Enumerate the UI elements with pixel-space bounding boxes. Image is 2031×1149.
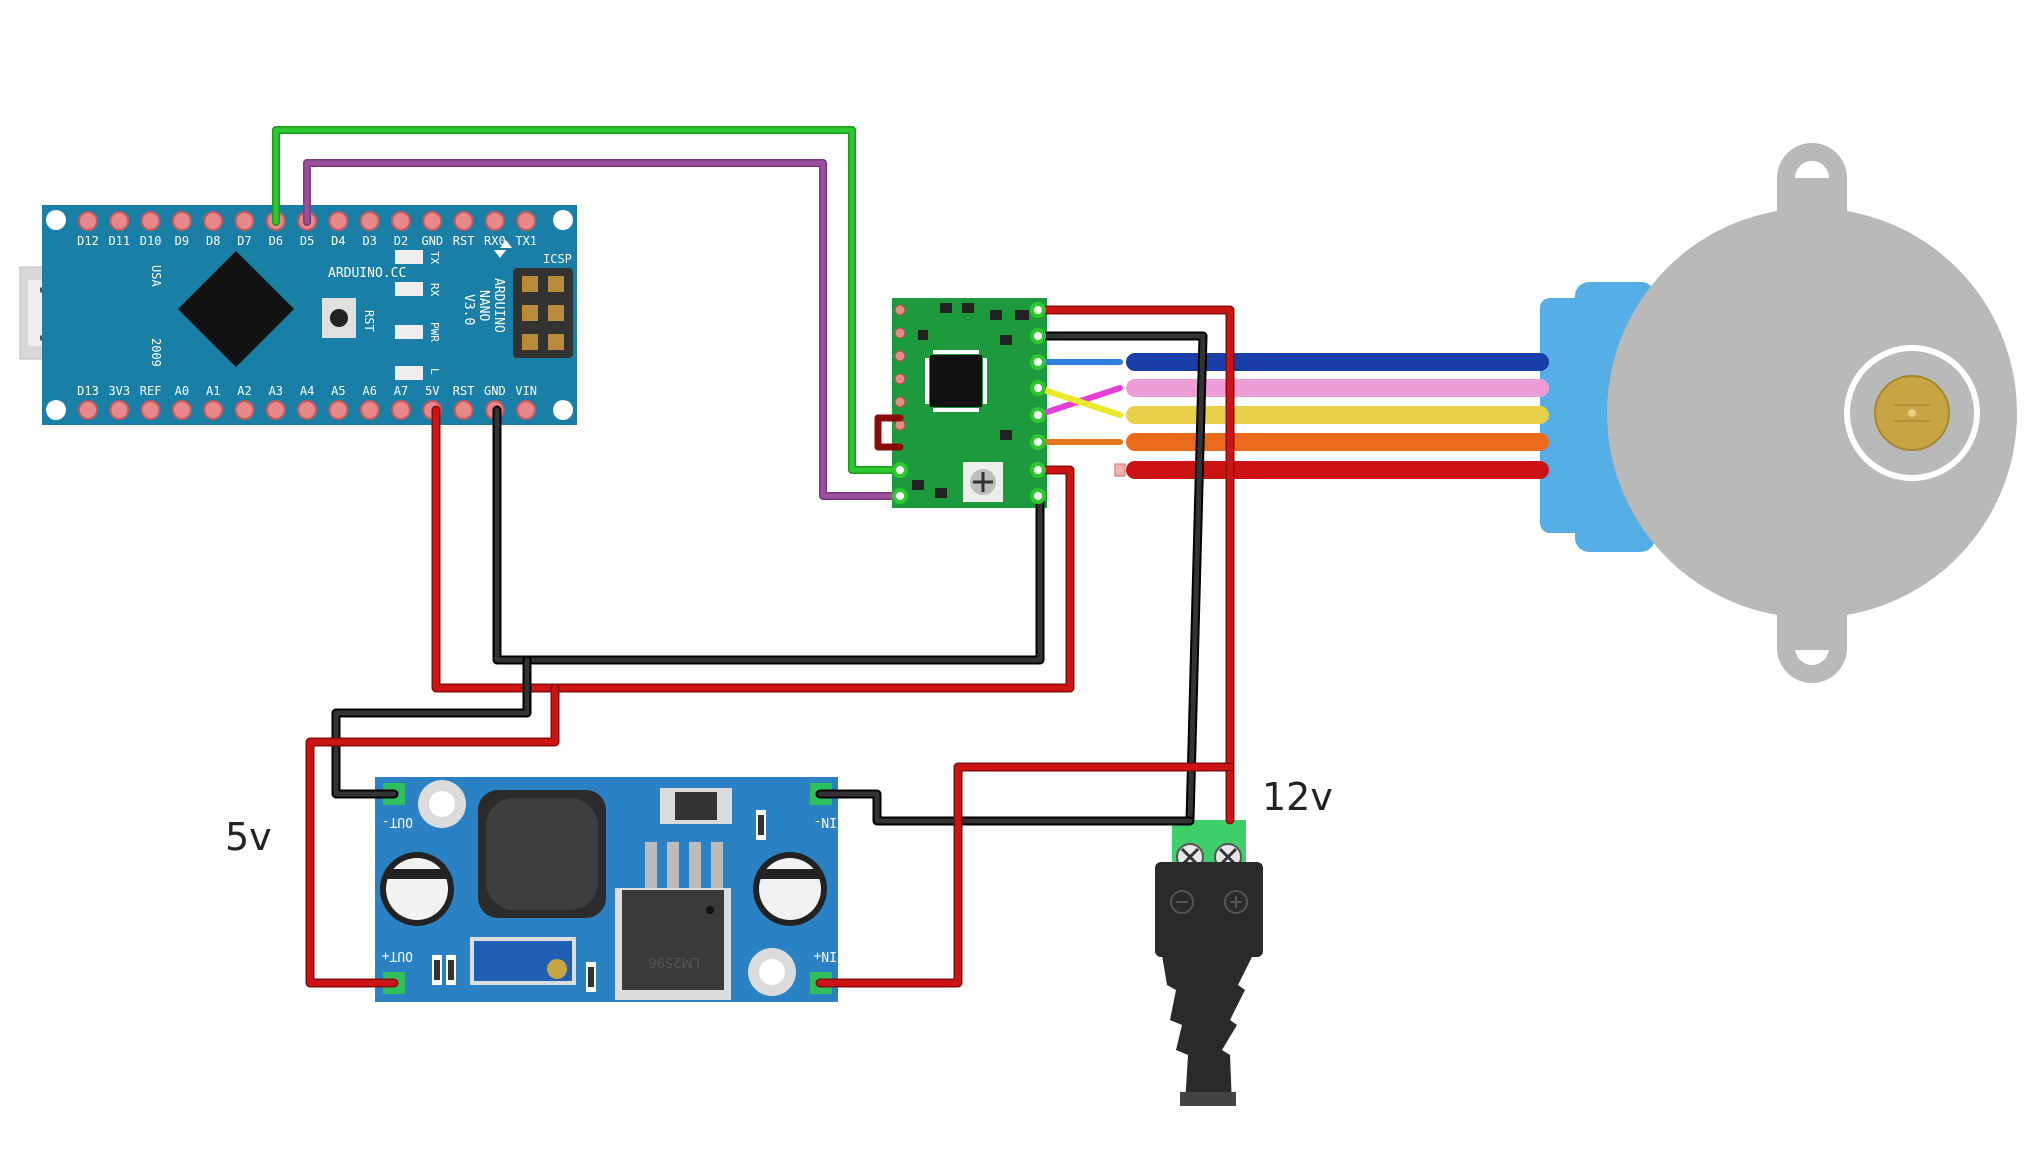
nano-top-pin-d7 xyxy=(234,211,255,231)
motor-wire-yellow xyxy=(1035,385,1123,418)
label-12v: 12v xyxy=(1262,775,1333,819)
nano-top-pin-label: RX0 xyxy=(484,234,506,248)
nano-bottom-pin-a0 xyxy=(171,400,192,420)
buck-out-minus-label: OUT- xyxy=(382,814,413,829)
nano-top-pin-label: D8 xyxy=(206,234,220,248)
stepper-driver-module xyxy=(892,298,1047,508)
nano-top-pin-rst xyxy=(453,211,474,231)
nano-bottom-pin-ref xyxy=(140,400,161,420)
led-pwr xyxy=(395,325,423,339)
nano-bottom-pin-label: A2 xyxy=(237,384,251,398)
led-tx xyxy=(395,250,423,264)
nano-top-pin-label: D11 xyxy=(108,234,130,248)
nano-bottom-pin-label: VIN xyxy=(515,384,537,398)
nano-top-pin-label: D5 xyxy=(300,234,314,248)
nano-bottom-pin-label: REF xyxy=(140,384,162,398)
nano-model-line2: NANO xyxy=(476,290,491,321)
nano-top-pin-d2 xyxy=(391,211,411,231)
buck-in-plus-label: IN+ xyxy=(813,948,837,963)
nano-bottom-pin-a6 xyxy=(359,400,380,420)
led-pwr-label: PWR xyxy=(428,322,441,342)
nano-year-label: 2009 xyxy=(149,338,163,367)
buck-chip-label: LM2596 xyxy=(648,954,700,969)
nano-top-pin-rx0 xyxy=(484,211,505,231)
buck-converter: LM2596 OUT- OUT+ IN- IN+ xyxy=(375,777,838,1002)
nano-top-pin-label: D2 xyxy=(394,234,408,248)
led-l xyxy=(395,366,423,380)
driver-right-pads xyxy=(1030,302,1046,504)
nano-bottom-pin-a1 xyxy=(203,400,224,420)
nano-site-label: ARDUINO.CC xyxy=(328,266,406,281)
jack-body xyxy=(1155,862,1263,957)
nano-board xyxy=(42,205,577,425)
stepper-motor xyxy=(1540,143,2017,683)
nano-bottom-pin-label: A7 xyxy=(394,384,408,398)
nano-model-line3: V3.0 xyxy=(461,294,476,325)
nano-bottom-pin-vin xyxy=(516,400,537,420)
microcontroller-chip xyxy=(178,251,294,367)
buck-in-minus-label: IN- xyxy=(814,814,837,829)
nano-top-pin-d12 xyxy=(78,211,98,231)
nano-rst-label: RST xyxy=(362,310,376,332)
wire-driver-loop xyxy=(874,414,904,451)
nano-bottom-pin-a3 xyxy=(265,400,286,420)
nano-top-pin-label: D3 xyxy=(362,234,376,248)
nano-bottom-pin-a5 xyxy=(328,400,349,420)
nano-top-pin-label: TX1 xyxy=(515,234,537,248)
driver-left-pads xyxy=(892,462,908,504)
nano-bottom-pin-label: A0 xyxy=(175,384,189,398)
nano-top-pin-label: D4 xyxy=(331,234,345,248)
nano-bottom-pin-label: A1 xyxy=(206,384,220,398)
nano-top-pin-d11 xyxy=(109,211,130,231)
label-5v: 5v xyxy=(225,815,272,859)
nano-top-pin-label: D10 xyxy=(140,234,162,248)
nano-bottom-pin-label: A6 xyxy=(362,384,376,398)
nano-top-pin-label: GND xyxy=(421,234,443,248)
driver-chip xyxy=(930,355,982,407)
wires xyxy=(272,126,1549,988)
nano-bottom-pin-label: A4 xyxy=(300,384,314,398)
led-tx-label: TX xyxy=(428,251,441,265)
nano-bottom-pin-row: D13 3V3 REF A0 A1 A2 A3 A4 A5 A6 A7 5V RST GND VIN xyxy=(77,384,537,420)
nano-icsp-label: ICSP xyxy=(543,252,572,266)
nano-top-pin-d4 xyxy=(328,211,349,231)
buck-out-plus-label: OUT+ xyxy=(382,948,413,963)
nano-bottom-pin-rst xyxy=(453,400,474,420)
nano-top-pin-tx1 xyxy=(516,211,537,231)
nano-bottom-pin-a7 xyxy=(391,400,411,420)
nano-bottom-pin-label: A3 xyxy=(269,384,283,398)
led-rx xyxy=(395,282,423,296)
nano-bottom-pin-label: D13 xyxy=(77,384,99,398)
nano-bottom-pin-a4 xyxy=(297,400,318,420)
nano-bottom-pin-a2 xyxy=(234,400,255,420)
motor-body xyxy=(1607,208,2017,618)
nano-bottom-pin-3v3 xyxy=(109,400,130,420)
led-l-label: L xyxy=(428,368,441,375)
buck-regulator-chip: LM2596 xyxy=(615,842,731,1000)
nano-top-pin-d8 xyxy=(203,211,224,231)
nano-bottom-pin-label: 3V3 xyxy=(108,384,130,398)
nano-top-pin-label: D9 xyxy=(175,234,189,248)
dc-barrel-jack xyxy=(1155,820,1263,1106)
nano-top-pin-label: D12 xyxy=(77,234,99,248)
nano-bottom-pin-label: GND xyxy=(484,384,506,398)
nano-bottom-pin-label: 5V xyxy=(425,384,439,398)
led-rx-label: RX xyxy=(428,283,441,297)
nano-top-pin-d10 xyxy=(140,211,161,231)
nano-top-pin-gnd xyxy=(422,211,443,231)
nano-top-pin-d9 xyxy=(171,211,192,231)
nano-top-pin-label: D6 xyxy=(269,234,283,248)
nano-model-line1: ARDUINO xyxy=(491,278,506,333)
icsp-header xyxy=(513,268,573,358)
nano-bottom-pin-d13 xyxy=(78,400,98,420)
nano-bottom-pin-label: RST xyxy=(453,384,475,398)
nano-top-pin-d3 xyxy=(359,211,380,231)
nano-top-pin-label: RST xyxy=(453,234,475,248)
nano-top-pin-label: D7 xyxy=(237,234,251,248)
nano-bottom-pin-label: A5 xyxy=(331,384,345,398)
nano-country-label: USA xyxy=(149,265,163,287)
